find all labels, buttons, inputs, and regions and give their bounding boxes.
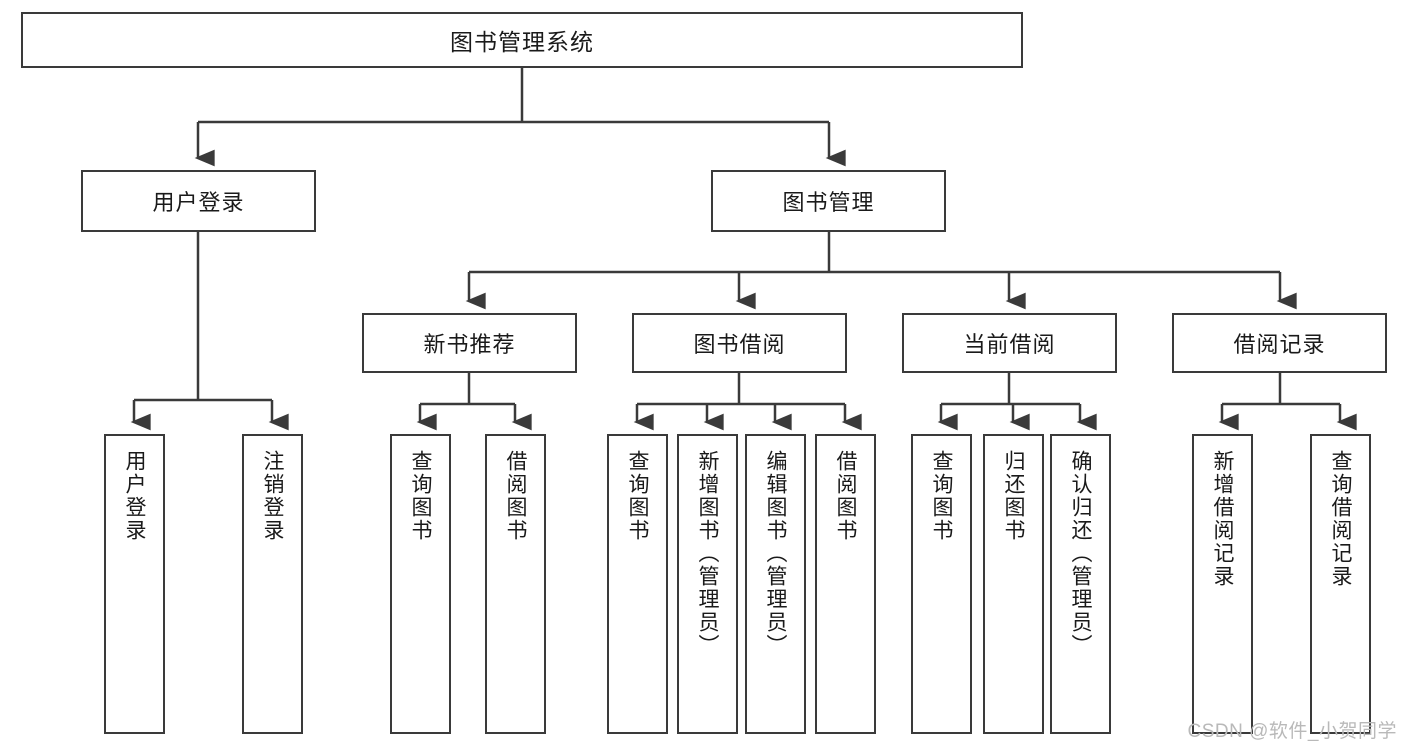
leaf-search-book-borrow-label: 查询图书 xyxy=(626,450,649,542)
leaf-search-borrow-record-label: 查询借阅记录 xyxy=(1329,450,1352,588)
leaf-add-book-admin[interactable]: 新增图书（管理员） xyxy=(677,434,738,734)
leaf-confirm-return-admin-label: 确认归还（管理员） xyxy=(1069,450,1092,657)
leaf-search-book-current[interactable]: 查询图书 xyxy=(911,434,972,734)
leaf-borrow-book-recommend-label: 借阅图书 xyxy=(504,450,527,542)
leaf-borrow-book-recommend[interactable]: 借阅图书 xyxy=(485,434,546,734)
leaf-search-book-recommend-label: 查询图书 xyxy=(409,450,432,542)
leaf-edit-book-admin-label: 编辑图书（管理员） xyxy=(764,450,787,657)
leaf-confirm-return-admin[interactable]: 确认归还（管理员） xyxy=(1050,434,1111,734)
leaf-edit-book-admin[interactable]: 编辑图书（管理员） xyxy=(745,434,806,734)
node-book-borrow-label: 图书借阅 xyxy=(693,332,786,357)
leaf-borrow-book[interactable]: 借阅图书 xyxy=(815,434,876,734)
leaf-add-borrow-record-label: 新增借阅记录 xyxy=(1211,450,1234,588)
leaf-search-book-borrow[interactable]: 查询图书 xyxy=(607,434,668,734)
node-borrow-record-label: 借阅记录 xyxy=(1233,332,1326,357)
node-root-label: 图书管理系统 xyxy=(450,29,594,55)
node-new-book-recommend[interactable]: 新书推荐 xyxy=(362,313,577,373)
node-current-borrow-label: 当前借阅 xyxy=(963,332,1056,357)
leaf-borrow-book-label: 借阅图书 xyxy=(834,450,857,542)
leaf-search-book-current-label: 查询图书 xyxy=(930,450,953,542)
leaf-add-borrow-record[interactable]: 新增借阅记录 xyxy=(1192,434,1253,734)
node-book-management[interactable]: 图书管理 xyxy=(711,170,946,232)
node-current-borrow[interactable]: 当前借阅 xyxy=(902,313,1117,373)
leaf-return-book[interactable]: 归还图书 xyxy=(983,434,1044,734)
leaf-user-login[interactable]: 用户登录 xyxy=(104,434,165,734)
node-book-management-label: 图书管理 xyxy=(782,190,875,215)
leaf-search-borrow-record[interactable]: 查询借阅记录 xyxy=(1310,434,1371,734)
node-user-login-label: 用户登录 xyxy=(152,190,245,215)
node-new-book-recommend-label: 新书推荐 xyxy=(423,332,516,357)
leaf-return-book-label: 归还图书 xyxy=(1002,450,1025,542)
leaf-logout[interactable]: 注销登录 xyxy=(242,434,303,734)
node-borrow-record[interactable]: 借阅记录 xyxy=(1172,313,1387,373)
node-root[interactable]: 图书管理系统 xyxy=(21,12,1023,68)
node-user-login[interactable]: 用户登录 xyxy=(81,170,316,232)
node-book-borrow[interactable]: 图书借阅 xyxy=(632,313,847,373)
leaf-logout-label: 注销登录 xyxy=(261,450,284,542)
leaf-search-book-recommend[interactable]: 查询图书 xyxy=(390,434,451,734)
leaf-add-book-admin-label: 新增图书（管理员） xyxy=(696,450,719,657)
watermark: CSDN @软件_小贺同学 xyxy=(1187,721,1397,742)
leaf-user-login-label: 用户登录 xyxy=(123,450,146,542)
